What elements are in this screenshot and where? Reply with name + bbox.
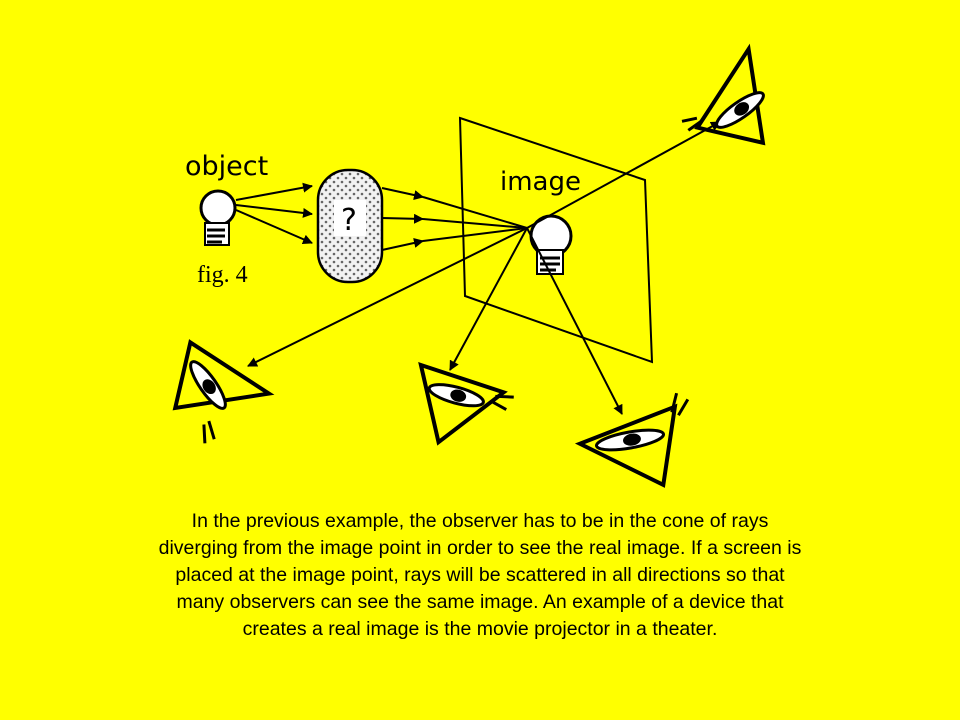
object-label: object [185,151,268,182]
caption: In the previous example, the observer ha… [60,508,900,643]
image-label: image [500,167,581,197]
unknown-optic: ? [316,168,384,284]
question-mark: ? [341,203,357,238]
observer-eye-icon-left [172,339,275,444]
diverging-rays [247,121,721,415]
image-bulb-icon [529,214,573,275]
figure-label: fig. 4 [197,262,248,288]
object-bulb-icon [199,189,237,246]
caption-line: placed at the image point, rays will be … [175,564,785,586]
incoming-rays [235,182,313,245]
observer-eye-icon-bottom-center [418,361,514,446]
caption-line: diverging from the image point in order … [158,537,802,559]
caption-line: In the previous example, the observer ha… [191,510,769,532]
observer-eye-icon-top-right [681,43,766,146]
caption-line: creates a real image is the movie projec… [242,618,718,640]
screen-plane [458,116,654,364]
converging-rays [381,187,528,251]
caption-line: many observers can see the same image. A… [176,591,784,613]
diagram: object image fig. 4 ? [172,43,766,488]
observer-eye-icon-bottom-right [574,392,690,488]
